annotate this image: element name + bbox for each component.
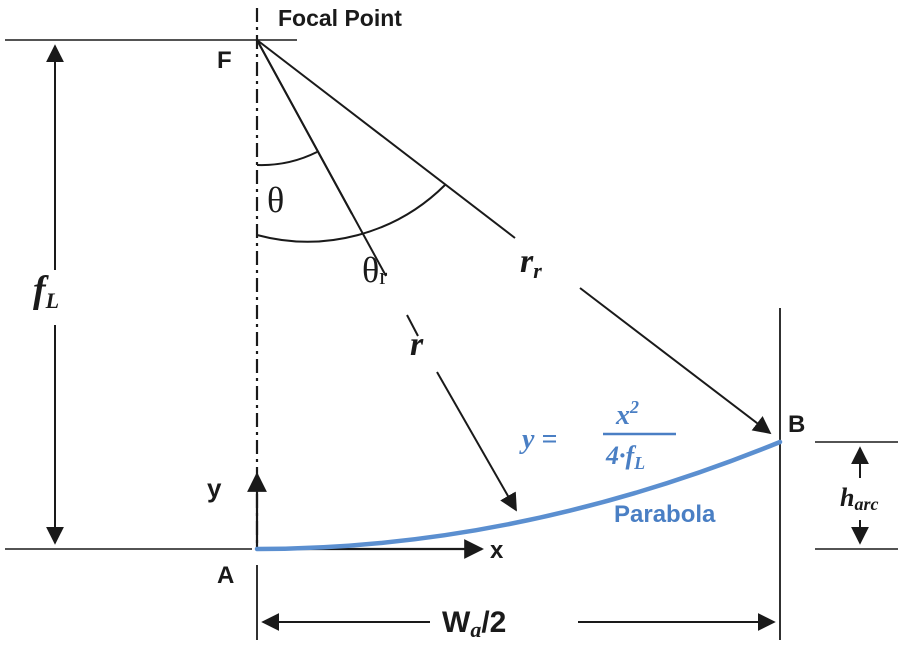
half-width-label: Wa/2: [442, 606, 506, 642]
theta-r-label: θr: [362, 250, 387, 290]
equation-numerator: x2: [615, 397, 639, 431]
equation-lhs: y =: [519, 424, 557, 455]
focal-length-label: fL: [33, 269, 59, 313]
theta-label: θ: [267, 180, 284, 220]
y-axis-label: y: [207, 473, 222, 503]
ray-r-upper: [256, 39, 387, 277]
x-axis-label: x: [490, 537, 504, 564]
equation-denominator: 4·fL: [605, 441, 645, 473]
focal-point-label: Focal Point: [278, 5, 402, 31]
r-label: r: [410, 326, 424, 363]
ray-r-lower: [436, 371, 517, 512]
h-arc-label: harc: [840, 483, 878, 514]
parabola-curve: [254, 439, 783, 552]
ray-rr-lower: [579, 287, 772, 435]
parabola-equation: y = x2 4·fL: [519, 397, 676, 473]
ray-rr-upper: [256, 39, 516, 239]
point-b-label: B: [788, 411, 805, 438]
r-r-label: rr: [520, 243, 542, 283]
theta-r-arc: [256, 184, 446, 243]
point-a-label: A: [217, 562, 234, 589]
theta-arc: [256, 151, 318, 167]
parabola-label: Parabola: [614, 501, 716, 528]
point-f-label: F: [217, 47, 232, 74]
ray-r-mid: [406, 314, 419, 337]
